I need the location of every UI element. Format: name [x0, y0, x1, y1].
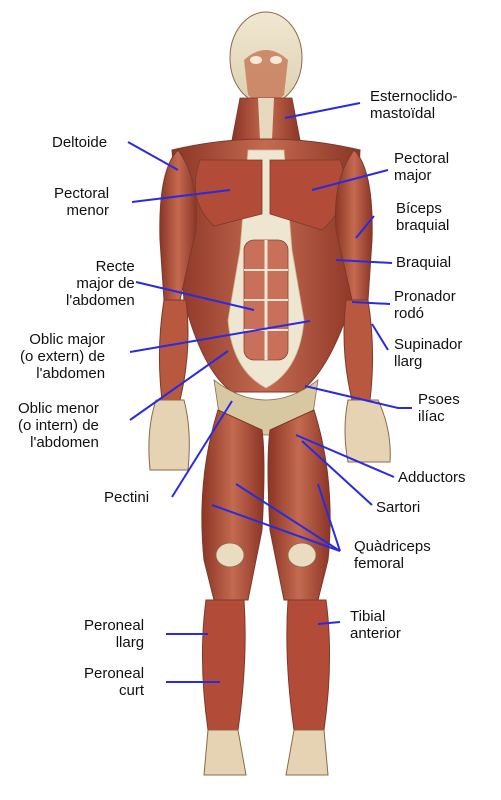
left-arm: [148, 149, 198, 471]
leader-pectoral-major: [311, 169, 389, 191]
leader-sartori: [301, 440, 373, 506]
label-biceps-braquial: Bíceps braquial: [396, 200, 450, 234]
label-pronador-rodo: Pronador rodó: [394, 288, 456, 322]
leader-lines: [127, 102, 412, 683]
label-pectoral-menor: Pectoral menor: [54, 185, 110, 219]
label-peroneal-llarg: Peroneal llarg: [84, 617, 145, 651]
leader-quadriceps-1: [235, 483, 341, 552]
leader-tibial: [317, 621, 341, 625]
leader-quadriceps-3: [211, 504, 341, 552]
leader-pectini: [171, 400, 233, 498]
label-recte-abdomen: Recte major de l'abdomen: [66, 258, 135, 309]
label-pectoral-major: Pectoral major: [394, 150, 450, 184]
label-deltoide: Deltoide: [52, 134, 108, 151]
right-leg: [267, 409, 331, 776]
label-oblic-menor: Oblic menor (o intern) de l'abdomen: [18, 400, 99, 451]
leader-deltoide: [127, 141, 179, 171]
leader-oblic-major: [129, 320, 311, 353]
leader-biceps: [355, 215, 375, 239]
leader-oblic-menor: [129, 350, 229, 421]
label-braquial: Braquial: [396, 254, 452, 271]
label-oblic-major: Oblic major (o extern) de l'abdomen: [20, 331, 106, 382]
leader-braquial: [335, 259, 393, 264]
leader-esternocleidomastoidal: [284, 102, 361, 119]
label-psoes-iliac: Psoes ilíac: [418, 391, 460, 425]
leader-pectoral-menor: [131, 189, 231, 203]
leader-psoes: [304, 385, 412, 409]
label-adductors: Adductors: [398, 469, 466, 486]
head: [229, 11, 303, 141]
torso: [171, 138, 361, 436]
leader-recte: [135, 281, 255, 311]
label-tibial-anterior: Tibial anterior: [350, 608, 401, 642]
leader-supinador: [371, 323, 389, 351]
right-arm: [334, 149, 391, 463]
label-quadriceps-femoral: Quàdriceps femoral: [354, 538, 431, 572]
leader-quadriceps-2: [317, 483, 341, 552]
leader-adductors: [295, 434, 395, 478]
leader-pronador: [351, 301, 391, 305]
label-esternocleidomastoidal: Esternoclido- mastoïdal: [370, 88, 458, 122]
label-pectini: Pectini: [104, 489, 150, 506]
label-supinador-llarg: Supinador llarg: [394, 336, 463, 370]
label-peroneal-curt: Peroneal curt: [84, 665, 145, 699]
label-sartori: Sartori: [376, 499, 421, 516]
left-leg: [201, 409, 265, 776]
